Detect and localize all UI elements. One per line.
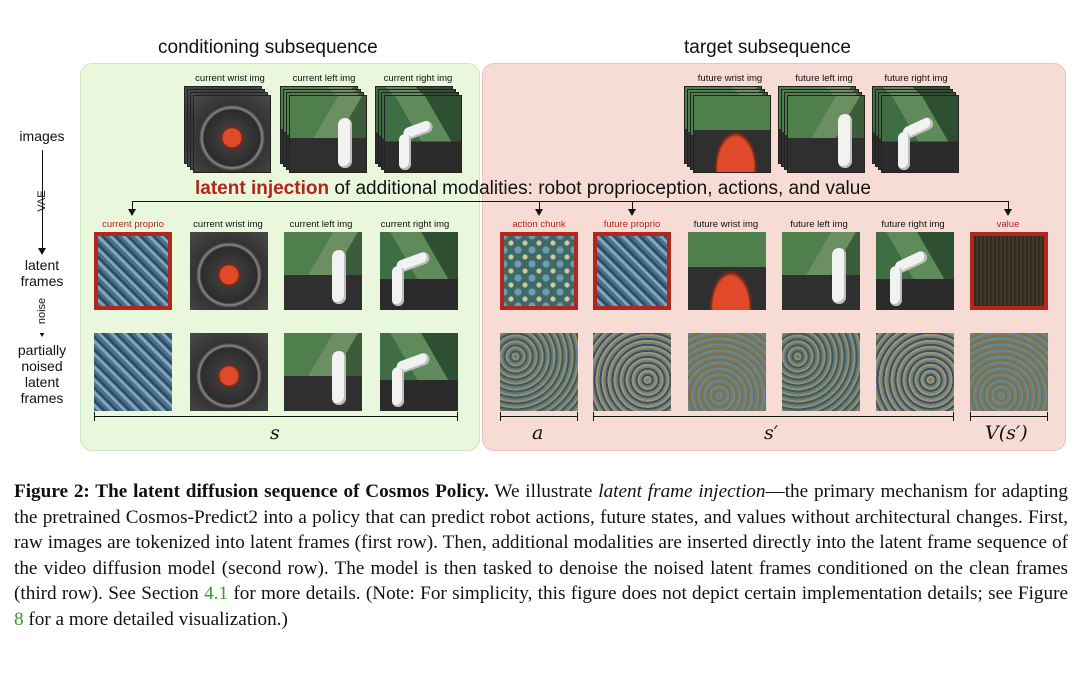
row-label-latent: latent frames	[12, 257, 72, 289]
noised-tile-value	[970, 333, 1048, 411]
latent-label-future-proprio: future proprio	[603, 219, 661, 230]
caption-p2: —the primary mechanism for adapting the …	[14, 481, 1068, 604]
latent-label-line1: latent	[24, 257, 60, 273]
inject-drop-future-proprio	[632, 201, 633, 211]
vae-arrow-head	[38, 248, 46, 255]
noised-label-line4: frames	[20, 390, 64, 406]
latent-tile-future-right	[876, 232, 954, 310]
latent-tile-current-proprio	[94, 232, 172, 310]
noised-label-line1: partially	[17, 342, 67, 358]
latent-label-current-wrist: current wrist img	[193, 219, 263, 230]
row-label-noised: partially noised latent frames	[6, 342, 78, 406]
latent-label-value: value	[996, 219, 1020, 230]
brace-label-s-prime: s′	[764, 422, 779, 444]
noised-tile-future-left	[782, 333, 860, 411]
noised-tile-current-proprio	[94, 333, 172, 411]
noised-tile-future-right	[876, 333, 954, 411]
img-label-current-left: current left img	[292, 73, 356, 84]
latent-tile-current-right	[380, 232, 458, 310]
latent-label-future-wrist: future wrist img	[693, 219, 759, 230]
inject-drop-current-proprio	[132, 201, 133, 211]
latent-tile-current-wrist	[190, 232, 268, 310]
inject-arrow-action	[535, 209, 543, 216]
caption-p1: We illustrate	[488, 481, 599, 502]
latent-label-current-right: current right img	[380, 219, 450, 230]
caption-em: latent frame injection	[598, 481, 766, 502]
inject-drop-value	[1008, 201, 1009, 211]
noised-tile-action-chunk	[500, 333, 578, 411]
noised-tile-future-proprio	[593, 333, 671, 411]
vae-label: VAE	[36, 190, 48, 212]
latent-label-line2: frames	[20, 273, 64, 289]
latent-label-current-proprio: current proprio	[102, 219, 164, 230]
latent-label-future-right: future right img	[881, 219, 945, 230]
latent-tile-current-left	[284, 232, 362, 310]
img-label-current-right: current right img	[383, 73, 453, 84]
latent-tile-future-left	[782, 232, 860, 310]
noise-arrow-head	[38, 330, 46, 337]
caption-lead: Figure 2: The latent diffusion sequence …	[14, 481, 489, 502]
noised-label-line2: noised	[21, 358, 63, 374]
injection-rest: of additional modalities: robot proprioc…	[334, 178, 871, 199]
img-label-future-wrist: future wrist img	[697, 73, 763, 84]
inject-arrow-current-proprio	[128, 209, 136, 216]
injection-caption: latent injection of additional modalitie…	[195, 178, 871, 200]
latent-tile-future-proprio	[593, 232, 671, 310]
img-label-future-right: future right img	[884, 73, 948, 84]
caption-p3: for more details. (Note: For simplicity,…	[228, 583, 1068, 604]
latent-label-current-left: current left img	[289, 219, 353, 230]
latent-label-action-chunk: action chunk	[512, 219, 566, 230]
vae-arrow-line	[42, 150, 43, 250]
caption-ref-figure[interactable]: 8	[14, 608, 24, 630]
brace-label-s: s	[270, 422, 280, 444]
noised-tile-current-wrist	[190, 333, 268, 411]
noised-tile-future-wrist	[688, 333, 766, 411]
target-panel	[482, 63, 1066, 451]
latent-tile-value	[970, 232, 1048, 310]
target-title: target subsequence	[684, 37, 851, 58]
inject-arrow-value	[1004, 209, 1012, 216]
img-label-future-left: future left img	[795, 73, 853, 84]
brace-label-value: V(s′)	[985, 422, 1028, 444]
noised-label-line3: latent	[24, 374, 60, 390]
conditioning-title: conditioning subsequence	[158, 37, 378, 58]
latent-label-future-left: future left img	[790, 219, 848, 230]
row-label-images: images	[19, 128, 65, 144]
inject-arrow-future-proprio	[628, 209, 636, 216]
latent-tile-action-chunk	[500, 232, 578, 310]
img-label-current-wrist: current wrist img	[195, 73, 265, 84]
noised-tile-current-left	[284, 333, 362, 411]
injection-line	[132, 201, 1008, 202]
injection-highlight: latent injection	[195, 178, 330, 199]
caption-ref-section[interactable]: 4.1	[204, 583, 229, 604]
inject-drop-action	[539, 201, 540, 211]
figure-caption: Figure 2: The latent diffusion sequence …	[14, 479, 1068, 632]
noise-label: noise	[36, 289, 48, 333]
latent-tile-future-wrist	[688, 232, 766, 310]
noised-tile-current-right	[380, 333, 458, 411]
brace-label-a: a	[532, 422, 544, 444]
caption-p4: for a more detailed visualization.)	[23, 608, 288, 630]
